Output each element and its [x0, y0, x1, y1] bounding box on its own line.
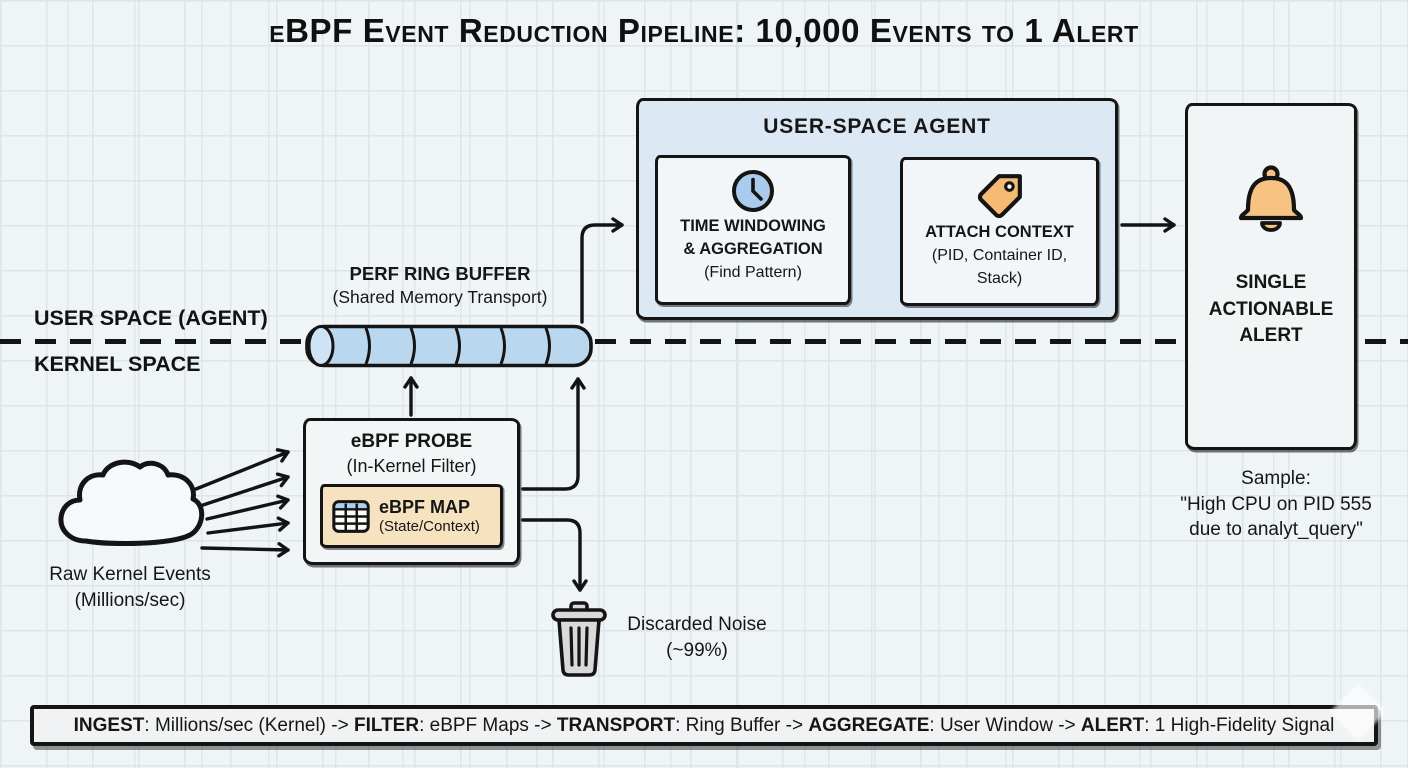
user-space-label: USER SPACE (AGENT) [34, 306, 268, 330]
ebpf-map-label: eBPF MAP (State/Context) [379, 496, 480, 535]
pipeline-summary-bar: INGEST: Millions/sec (Kernel) -> FILTER:… [30, 705, 1378, 746]
windowing-line2: & AGGREGATION [683, 240, 823, 258]
arrow-cloud-to-probe-5 [200, 542, 290, 558]
kernel-user-divider-line [0, 339, 1408, 344]
ebpf-probe-box: eBPF PROBE (In-Kernel Filter) eBPF MAP (… [303, 418, 520, 565]
arrow-cloud-to-probe-4 [206, 516, 290, 535]
context-line1: ATTACH CONTEXT [925, 223, 1074, 241]
footer-ingest-label: INGEST [73, 714, 145, 736]
probe-title: eBPF PROBE [350, 431, 473, 452]
table-icon [332, 500, 370, 533]
cloud-icon [58, 459, 205, 546]
time-windowing-box: TIME WINDOWING & AGGREGATION (Find Patte… [655, 155, 851, 305]
ebpf-map-box: eBPF MAP (State/Context) [320, 484, 503, 548]
user-space-agent-title: USER-SPACE AGENT [763, 115, 991, 138]
arrow-buffer-to-agent [580, 217, 624, 324]
footer-alert-label: ALERT [1080, 714, 1145, 736]
ring-buffer-cylinder [305, 324, 593, 368]
sample-alert-text: Sample: "High CPU on PID 555 due to anal… [1180, 468, 1372, 540]
probe-subtitle: (In-Kernel Filter) [346, 456, 477, 476]
user-space-agent-box: USER-SPACE AGENT TIME WINDOWING & AGGREG… [636, 98, 1118, 320]
arrow-cloud-to-probe-3 [205, 494, 290, 521]
single-alert-label: SINGLE ACTIONABLE ALERT [1208, 272, 1334, 346]
attach-context-box: ATTACH CONTEXT (PID, Container ID, Stack… [900, 157, 1099, 306]
tag-icon [977, 174, 1022, 219]
page-title: eBPF Event Reduction Pipeline: 10,000 Ev… [269, 12, 1139, 49]
clock-icon [732, 170, 774, 212]
arrow-probe-to-trash [521, 518, 588, 592]
bell-icon [1238, 165, 1304, 232]
raw-events-label: Raw Kernel Events (Millions/sec) [49, 564, 211, 611]
single-alert-box: SINGLE ACTIONABLE ALERT [1185, 103, 1357, 450]
context-line2: (PID, Container ID, [931, 247, 1068, 264]
discarded-noise-label: Discarded Noise (~99%) [627, 614, 767, 661]
footer-filter-label: FILTER [353, 714, 420, 736]
ring-buffer-label: PERF RING BUFFER (Shared Memory Transpor… [332, 263, 548, 307]
windowing-line1: TIME WINDOWING [680, 217, 826, 235]
footer-aggregate-label: AGGREGATE [808, 714, 930, 736]
windowing-line3: (Find Pattern) [704, 264, 802, 281]
footer-transport-label: TRANSPORT [556, 714, 676, 736]
context-line3: Stack) [976, 270, 1023, 287]
trash-icon [551, 601, 607, 677]
arrow-probe-to-buffer-right [521, 377, 586, 491]
kernel-space-label: KERNEL SPACE [34, 352, 201, 376]
arrow-cloud-to-probe-2 [201, 472, 290, 507]
